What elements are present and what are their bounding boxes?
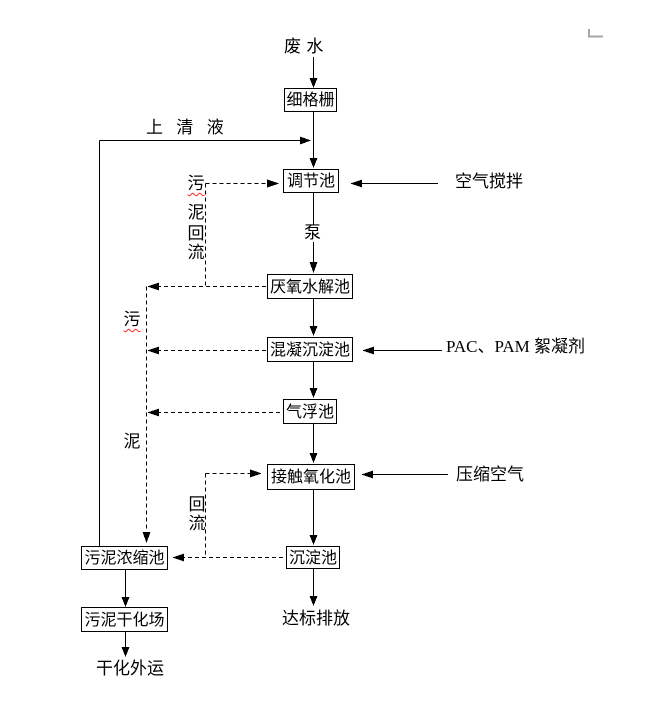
reflux-char-1: 回 [188, 495, 206, 515]
supernatant-label: 上 清 液 [146, 118, 228, 138]
sludge-return-char-3: 回 [187, 224, 205, 244]
sludge-char-1: 污 [123, 310, 141, 330]
discharge-standard-label: 达标排放 [282, 609, 350, 629]
sludge-return-char-2: 泥 [187, 203, 205, 223]
compressed-air-label: 压缩空气 [456, 465, 524, 485]
sludge-return-char-4: 流 [187, 243, 205, 263]
node-sludge-drying-bed: 污泥干化场 [81, 607, 168, 632]
node-air-flotation-tank: 气浮池 [283, 399, 337, 424]
node-fine-screen: 细格栅 [284, 88, 337, 112]
node-coagulation-sedimentation-tank: 混凝沉淀池 [267, 337, 353, 362]
node-regulating-tank: 调节池 [283, 169, 339, 193]
node-anaerobic-hydrolysis-tank: 厌氧水解池 [267, 274, 353, 299]
sludge-return-char-1: 污 [187, 174, 205, 194]
sludge-char-2: 泥 [123, 432, 141, 452]
pump-label: 泵 [303, 223, 322, 243]
node-sludge-thickening-tank: 污泥浓缩池 [81, 546, 168, 570]
node-contact-oxidation-tank: 接触氧化池 [267, 464, 355, 490]
dried-outward-transport-label: 干化外运 [96, 659, 164, 679]
reflux-char-2: 流 [188, 514, 206, 534]
air-mixing-label: 空气搅拌 [455, 172, 523, 192]
waste-water-label: 废 水 [284, 37, 324, 57]
node-sedimentation-tank: 沉淀池 [286, 546, 340, 569]
flocculant-label: PAC、PAM 絮凝剂 [446, 337, 586, 356]
page-corner-mark [588, 29, 603, 38]
